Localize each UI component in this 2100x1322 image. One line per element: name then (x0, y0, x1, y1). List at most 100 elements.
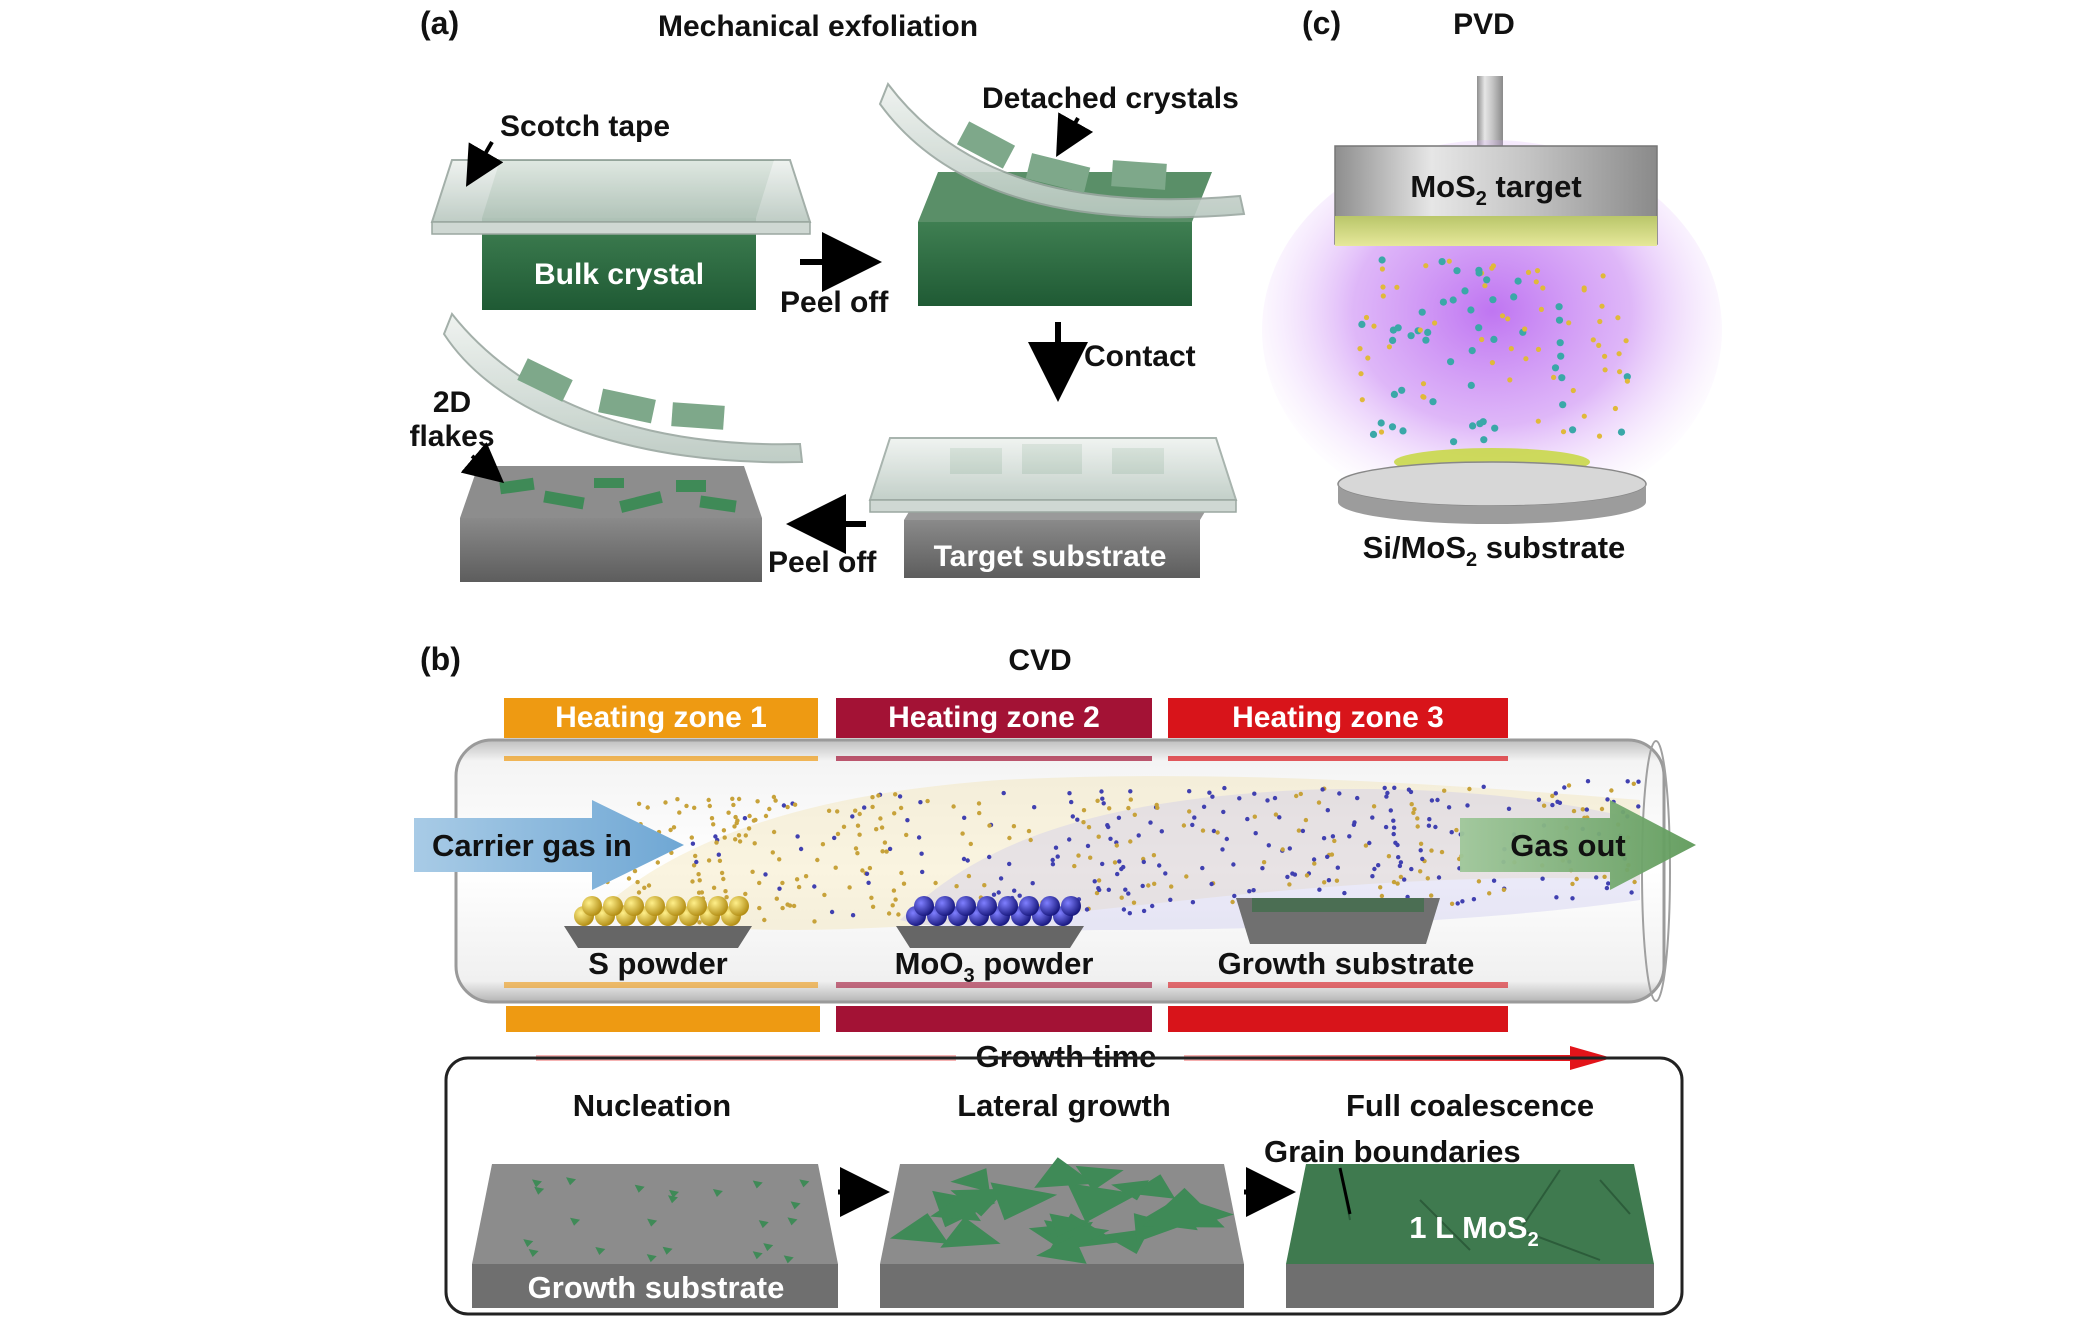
vapor-particle (1187, 789, 1192, 794)
vapor-particle (743, 891, 748, 897)
vapor-particle (1148, 820, 1153, 825)
lateral-grain (1036, 1235, 1087, 1264)
vapor-particle (866, 880, 871, 885)
sputtered-particle (1505, 316, 1511, 322)
vapor-particle (771, 794, 777, 800)
vapor-particle (726, 810, 731, 815)
sputtered-particle (1566, 320, 1572, 326)
vapor-particle (890, 903, 895, 908)
vapor-particle (850, 814, 855, 819)
sputtered-particle (1600, 273, 1606, 279)
s-powder-label: S powder (588, 946, 728, 981)
vapor-particle (1550, 802, 1555, 808)
sputtered-particle (1467, 381, 1475, 389)
vapor-particle (697, 920, 702, 925)
vapor-particle (794, 877, 800, 882)
vapor-particle (1352, 820, 1357, 825)
vapor-particle (1272, 795, 1278, 801)
vapor-particle (1210, 794, 1215, 799)
growth-substrate-tube-label: Growth substrate (1218, 946, 1475, 981)
vapor-particle (1629, 890, 1634, 895)
vapor-particle (857, 832, 862, 837)
vapor-particle (1251, 888, 1256, 893)
growth-substrate-boat: Growth substrate (1218, 898, 1475, 981)
final-flake-2 (543, 490, 585, 510)
s-powder-balls (574, 896, 749, 926)
vapor-particle (635, 879, 640, 885)
detached-flake-1 (956, 121, 1016, 169)
vapor-particle (1277, 815, 1282, 820)
vapor-particle (977, 810, 982, 816)
contact-tape-edge (869, 499, 1237, 513)
vapor-particle (1506, 806, 1512, 811)
vapor-particle (1540, 876, 1545, 881)
vapor-particle (826, 808, 832, 813)
vapor-particle (1001, 790, 1006, 796)
sputtered-particle (1525, 269, 1532, 275)
sputtered-particle (1599, 303, 1605, 309)
vapor-particle (976, 801, 982, 806)
sputtered-particle (1422, 336, 1430, 344)
vapor-particle (905, 818, 910, 823)
vapor-particle (733, 837, 738, 842)
panel-c-tag: (c) (1302, 5, 1341, 41)
sputtered-particle (1551, 374, 1557, 380)
vapor-particle (1433, 824, 1438, 830)
vapor-particle (1273, 812, 1279, 817)
vapor-particle (1602, 874, 1607, 879)
lateral-grain (889, 1213, 949, 1244)
vapor-particle (1050, 857, 1055, 863)
vapor-particle (1095, 798, 1100, 803)
vapor-particle (792, 802, 798, 807)
vapor-particle (732, 824, 737, 829)
final-flake-3 (594, 478, 624, 488)
vapor-particle (1412, 807, 1417, 812)
vapor-particle (1076, 853, 1081, 858)
vapor-particle (762, 917, 767, 923)
sputtered-particle (1597, 318, 1603, 325)
sputtered-particle (1581, 287, 1587, 293)
vapor-particle (874, 827, 879, 832)
vapor-particle (1383, 824, 1389, 830)
vapor-particle (1436, 875, 1442, 880)
vapor-particle (1449, 901, 1455, 906)
panel-c: (c) PVD MoS2 target Si/MoS2 substrate (1262, 5, 1722, 571)
sputtered-particle (1394, 284, 1400, 290)
bent-tape-2 (878, 81, 1246, 219)
nucleation-seed (752, 1180, 763, 1189)
vapor-particle (1126, 805, 1131, 811)
vapor-particle (1320, 787, 1325, 792)
vapor-particle (1386, 854, 1392, 859)
vapor-particle (1252, 814, 1258, 819)
stage-lateral-growth-label: Lateral growth (957, 1088, 1171, 1123)
vapor-particle (1335, 865, 1341, 870)
vapor-particle (1007, 861, 1012, 867)
vapor-particle (961, 856, 967, 862)
vapor-particle (1487, 891, 1492, 896)
vapor-particle (1326, 878, 1332, 883)
zone-2-top-strip (836, 756, 1152, 761)
vapor-particle (1119, 895, 1124, 900)
vapor-particle (1067, 837, 1072, 842)
sputtered-particle (1371, 323, 1377, 329)
vapor-particle (1379, 893, 1385, 899)
vapor-particle (1584, 807, 1590, 812)
vapor-particle (1085, 843, 1091, 849)
vapor-particle (1395, 881, 1400, 886)
vapor-particle (987, 823, 992, 828)
vapor-particle (1192, 815, 1197, 820)
sputtered-particle (1558, 374, 1566, 382)
vapor-particle (966, 873, 972, 879)
vapor-particle (763, 872, 768, 877)
lateral-block-side (880, 1264, 1244, 1308)
vapor-particle (1409, 802, 1414, 807)
vapor-particle (777, 886, 782, 891)
sputtered-particle (1450, 438, 1458, 446)
final-flake-4 (619, 491, 663, 513)
sputtered-particle (1386, 344, 1392, 350)
sputtered-particle (1417, 327, 1423, 333)
vapor-particle (1261, 860, 1267, 865)
vapor-particle (870, 804, 875, 810)
vapor-particle (1050, 862, 1056, 867)
vapor-particle (1471, 897, 1477, 902)
